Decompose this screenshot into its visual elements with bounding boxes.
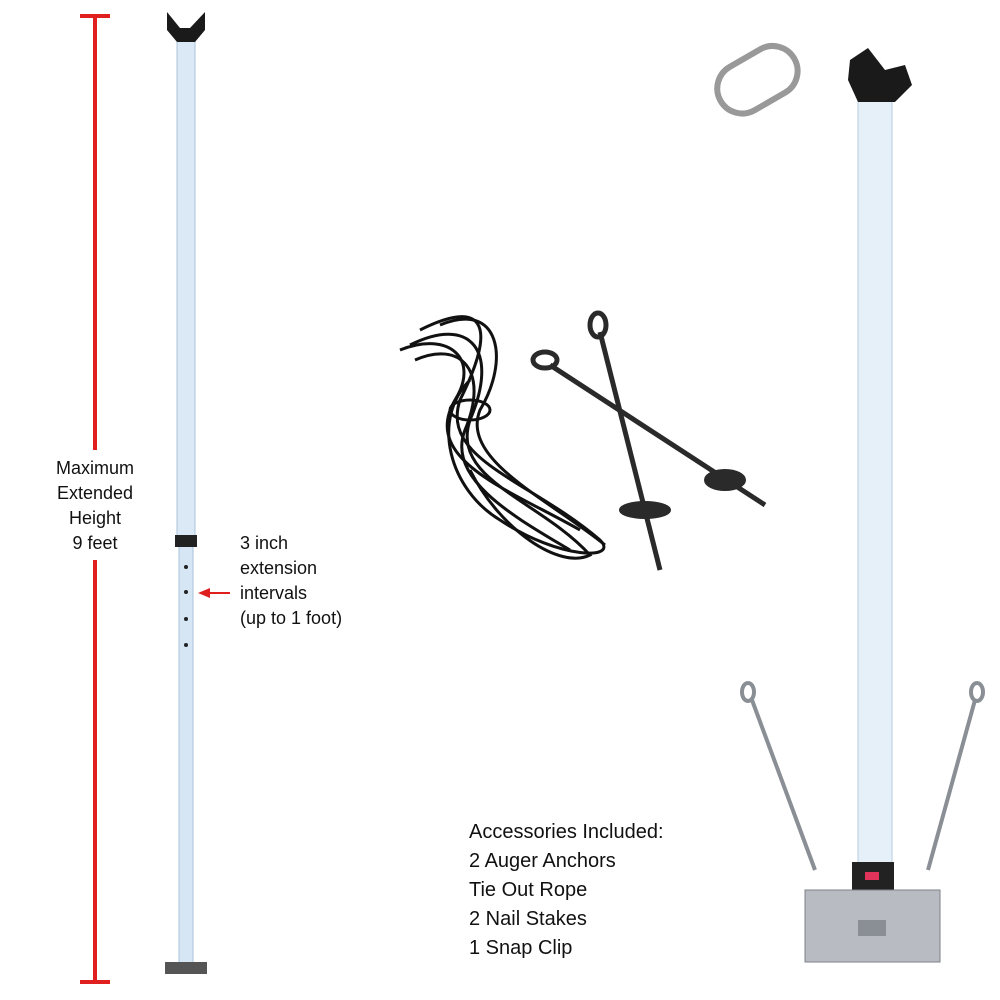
extension-label: 3 inch extension intervals (up to 1 foot… <box>240 531 342 631</box>
accessory-item: 1 Snap Clip <box>469 937 573 959</box>
extension-label-line: 3 inch <box>240 533 289 553</box>
accessory-item: 2 Nail Stakes <box>469 908 587 930</box>
accessories-title: Accessories Included: <box>469 821 664 843</box>
tie-out-rope <box>399 315 606 560</box>
left-pole <box>165 12 207 974</box>
height-label-line: 9 feet <box>72 533 118 553</box>
accessories-list: Accessories Included: 2 Auger Anchors Ti… <box>469 818 664 963</box>
height-label-line: Height <box>68 508 122 528</box>
height-label-line: Maximum <box>55 458 134 478</box>
extension-label-line: (up to 1 foot) <box>240 608 343 628</box>
snap-clip <box>714 43 801 117</box>
arrow-icon <box>198 588 230 598</box>
right-pole <box>804 48 941 963</box>
nail-stakes <box>740 681 985 871</box>
accessory-item: Tie Out Rope <box>469 879 588 901</box>
height-label-line: Extended <box>56 483 134 503</box>
extension-label-line: intervals <box>240 583 308 603</box>
height-dimension-line <box>80 14 110 984</box>
extension-label-line: extension <box>240 558 318 578</box>
auger-anchors <box>530 310 767 571</box>
max-height-label: Maximum Extended Height 9 feet <box>30 456 160 556</box>
accessory-item: 2 Auger Anchors <box>469 850 616 872</box>
